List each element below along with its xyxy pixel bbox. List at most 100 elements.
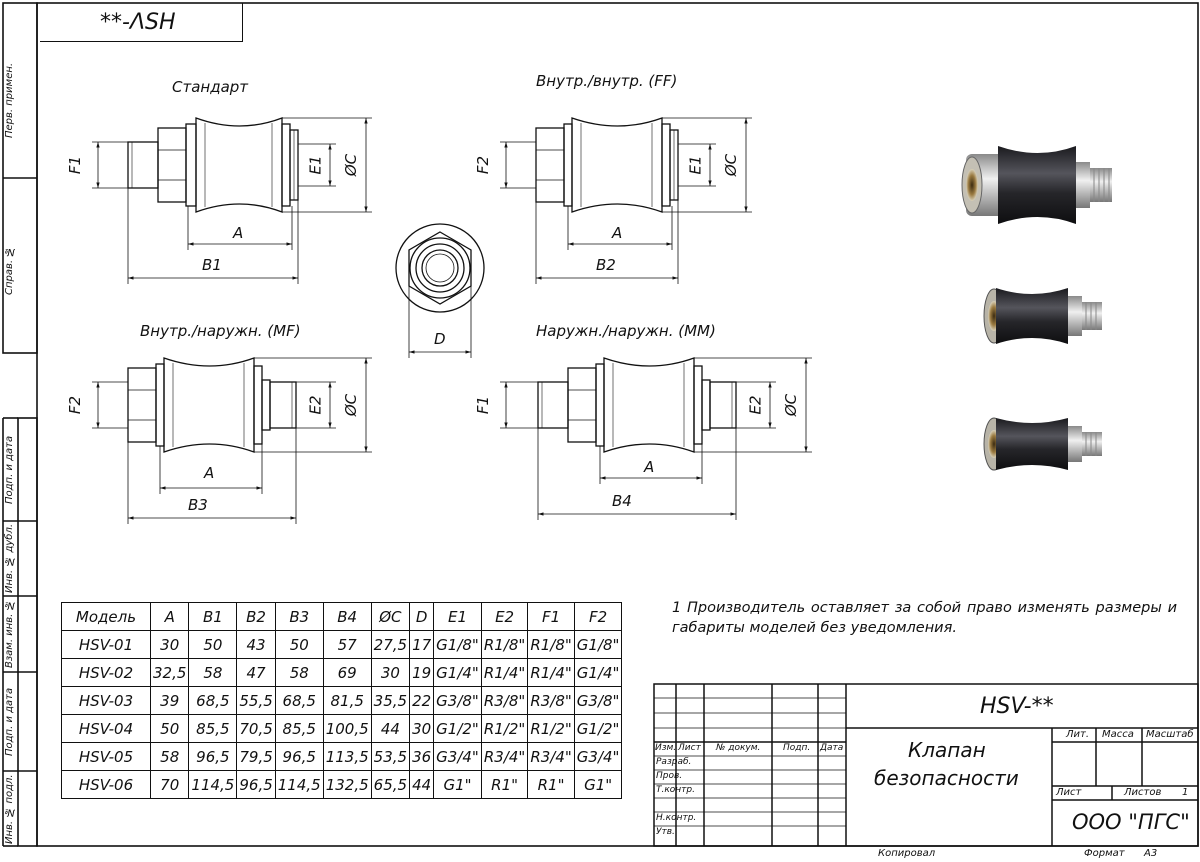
- dim-mm-c: ØC: [782, 393, 801, 417]
- view-title-ff: Внутр./внутр. (FF): [536, 72, 678, 90]
- tb-col-data: Дата: [820, 743, 844, 753]
- spec-cell: G3/4": [573, 742, 623, 771]
- tb-lit: Лит.: [1066, 729, 1090, 740]
- tb-row-tkontr: Т.контр.: [656, 785, 696, 795]
- view-ff-outline: [535, 117, 679, 213]
- photo-coupling-3: [983, 417, 1102, 471]
- dim-standard-a: A: [233, 224, 244, 242]
- spec-cell: 35,5: [370, 686, 411, 715]
- spec-cell: 96,5: [274, 742, 324, 771]
- spec-cell: 19: [409, 658, 435, 687]
- spec-cell: R1/8": [480, 630, 529, 659]
- tb-kopiroval: Копировал: [878, 848, 936, 859]
- tb-row-razrab: Разраб.: [656, 757, 692, 767]
- spec-cell: 44: [409, 770, 435, 799]
- tb-massa: Масса: [1102, 729, 1134, 740]
- title-block-grid: [653, 683, 1199, 847]
- side-label-inv-podl: Инв. № подл.: [4, 774, 15, 844]
- view-end-outline: [395, 223, 485, 313]
- spec-header-cell: F2: [573, 602, 623, 631]
- spec-cell: 100,5: [322, 714, 372, 743]
- photo-coupling-1: [961, 146, 1112, 224]
- spec-cell: 30: [370, 658, 411, 687]
- spec-cell: G1": [433, 770, 482, 799]
- dim-mf-f: F2: [66, 395, 85, 415]
- tb-listov-val: 1: [1182, 787, 1189, 798]
- spec-cell: 47: [236, 658, 276, 687]
- tb-list-lbl: Лист: [1056, 787, 1082, 798]
- dim-mf-a: A: [204, 464, 215, 482]
- spec-header-cell: Модель: [61, 602, 151, 631]
- spec-cell: R1": [480, 770, 529, 799]
- spec-cell: R1/8": [527, 630, 575, 659]
- view-title-mf: Внутр./наружн. (MF): [140, 322, 301, 340]
- spec-cell: 57: [322, 630, 372, 659]
- spec-cell: 50: [274, 630, 324, 659]
- spec-cell: G1/8": [573, 630, 623, 659]
- spec-cell: HSV-04: [61, 714, 151, 743]
- spec-cell: 85,5: [188, 714, 238, 743]
- spec-header-cell: B2: [236, 602, 276, 631]
- side-label-podp-data-1: Подп. и дата: [4, 435, 15, 505]
- spec-cell: R1/2": [480, 714, 529, 743]
- spec-cell: HSV-03: [61, 686, 151, 715]
- tb-name-line1: Клапан: [908, 738, 986, 762]
- dim-mf-e: E2: [306, 395, 325, 415]
- spec-cell: 50: [188, 630, 238, 659]
- spec-cell: 114,5: [188, 770, 238, 799]
- tb-row-prov: Пров.: [656, 771, 683, 781]
- spec-cell: 85,5: [274, 714, 324, 743]
- tb-row-nkontr: Н.контр.: [656, 813, 697, 823]
- spec-cell: 68,5: [274, 686, 324, 715]
- spec-cell: G3/4": [433, 742, 482, 771]
- spec-cell: G1/4": [433, 658, 482, 687]
- dim-standard-c: ØC: [342, 153, 361, 177]
- spec-cell: G1": [573, 770, 623, 799]
- view-mf-outline: [127, 357, 297, 453]
- spec-cell: 50: [149, 714, 190, 743]
- view-mm-outline: [537, 357, 737, 453]
- spec-cell: G3/8": [433, 686, 482, 715]
- spec-cell: HSV-06: [61, 770, 151, 799]
- spec-cell: HSV-02: [61, 658, 151, 687]
- frame: [2, 2, 1199, 847]
- spec-cell: G3/8": [573, 686, 623, 715]
- spec-cell: 69: [322, 658, 372, 687]
- spec-cell: 113,5: [322, 742, 372, 771]
- spec-cell: G1/2": [433, 714, 482, 743]
- tb-row-utv: Утв.: [656, 827, 675, 837]
- side-label-sprav-no: Справ. №: [4, 245, 15, 295]
- dim-standard-b: B1: [202, 256, 222, 274]
- tb-col-doc: № докум.: [716, 743, 761, 753]
- tb-format-lbl: Формат: [1084, 848, 1125, 859]
- dim-ff-e: E1: [686, 155, 705, 175]
- dim-ff-f: F2: [474, 155, 493, 175]
- spec-cell: 55,5: [236, 686, 276, 715]
- spec-cell: 58: [149, 742, 190, 771]
- spec-cell: 58: [188, 658, 238, 687]
- dim-ff-c: ØC: [722, 153, 741, 177]
- spec-cell: 44: [370, 714, 411, 743]
- spec-cell: G1/4": [573, 658, 623, 687]
- tb-name-line2: безопасности: [874, 766, 1019, 790]
- tb-format-val: А3: [1144, 848, 1158, 859]
- view-title-standard: Стандарт: [172, 78, 249, 96]
- spec-cell: 43: [236, 630, 276, 659]
- spec-cell: 36: [409, 742, 435, 771]
- spec-cell: 132,5: [322, 770, 372, 799]
- dim-standard-f: F1: [66, 155, 85, 175]
- spec-cell: 114,5: [274, 770, 324, 799]
- dim-standard-e: E1: [306, 155, 325, 175]
- spec-cell: R3/4": [527, 742, 575, 771]
- photo-coupling-2: [983, 288, 1102, 344]
- spec-cell: R3/8": [527, 686, 575, 715]
- spec-cell: R1/2": [527, 714, 575, 743]
- spec-cell: 27,5: [370, 630, 411, 659]
- dim-mm-a: A: [644, 458, 655, 476]
